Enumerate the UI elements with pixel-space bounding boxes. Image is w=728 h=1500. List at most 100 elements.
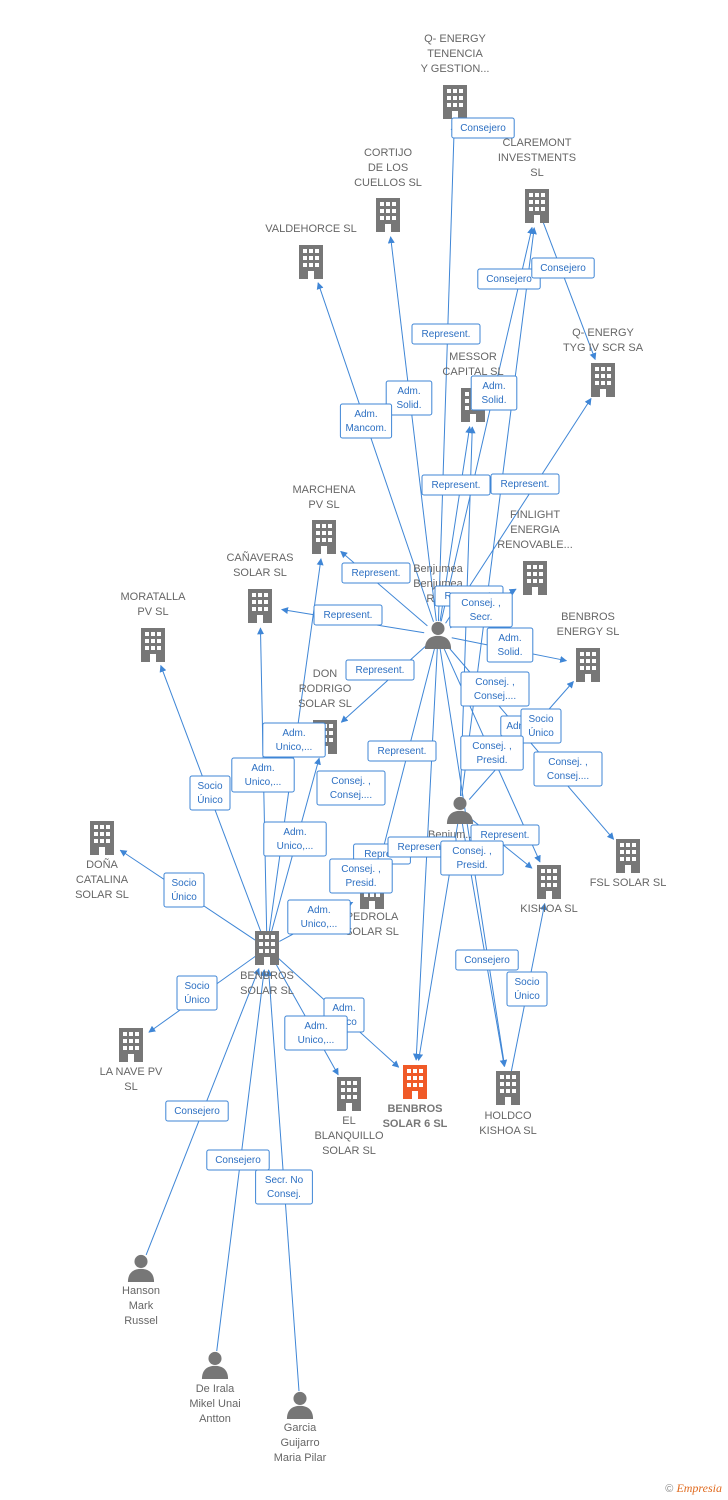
edge-label-box xyxy=(329,858,393,894)
edge-label[interactable]: Consej. ,Presid. xyxy=(329,858,393,894)
node-label: Antton xyxy=(199,1413,231,1425)
edge-label[interactable]: Represent. xyxy=(470,824,540,846)
edge-label[interactable]: Consej. ,Presid. xyxy=(440,840,504,876)
edge-label[interactable]: Represent. xyxy=(345,659,415,681)
edge-label[interactable]: Consej. ,Secr. xyxy=(449,592,513,628)
node-label: Y GESTION... xyxy=(421,63,490,75)
node-label: Mark xyxy=(129,1300,154,1312)
node-label: Russel xyxy=(124,1315,158,1327)
edge-label-text: Represent. xyxy=(324,610,373,621)
edge-label[interactable]: Consejero xyxy=(165,1100,229,1122)
node-kishoa[interactable]: KISHOA SL xyxy=(520,865,578,915)
edge-label-text: Adm. xyxy=(506,721,529,732)
node-fsl_solar[interactable]: FSL SOLAR SL xyxy=(590,839,667,889)
edge-label[interactable]: Represent. xyxy=(341,562,411,584)
edge-label-box xyxy=(460,671,530,707)
edge-label[interactable]: Represent. xyxy=(313,604,383,626)
node-label: Hanson xyxy=(122,1285,160,1297)
node-label: CAPITAL SL xyxy=(442,366,503,378)
building-icon xyxy=(616,839,640,873)
edge-label[interactable]: Adm.Solid. xyxy=(486,627,534,663)
edge-label-box xyxy=(313,604,383,626)
node-valdehorce[interactable]: VALDEHORCE SL xyxy=(265,223,357,279)
edge-label[interactable]: Represent. xyxy=(367,740,437,762)
person-icon xyxy=(446,796,474,824)
edge-benjumea1-qenergy_tenencia xyxy=(437,123,458,622)
edge-label[interactable]: Represent. xyxy=(411,323,481,345)
person-icon xyxy=(127,1254,155,1282)
edge-label[interactable]: Represent. xyxy=(490,473,560,495)
edge-label[interactable]: Consejero xyxy=(206,1149,270,1171)
building-icon xyxy=(299,245,323,279)
edge-label[interactable]: Adm.Solid. xyxy=(385,380,433,416)
edge-label[interactable]: Consej. ,Presid. xyxy=(460,735,524,771)
node-label: HOLDCO xyxy=(484,1110,532,1122)
edge-label-box xyxy=(206,1149,270,1171)
edge-label[interactable]: Adm.Unico,... xyxy=(263,821,327,857)
node-label: BLANQUILLO xyxy=(314,1130,384,1142)
node-label: CATALINA xyxy=(76,874,129,886)
edge-label[interactable]: Consej. ,Consej.... xyxy=(533,751,603,787)
node-benjumea2[interactable]: Benjum... xyxy=(428,796,474,841)
edge-label-text: Consejero xyxy=(486,274,532,285)
building-icon xyxy=(376,198,400,232)
edge-label[interactable]: Consejero xyxy=(477,268,541,290)
edge-label-box xyxy=(367,740,437,762)
edge-label-text: Consej.... xyxy=(474,691,516,702)
edge-label[interactable]: Consej. ,Consej.... xyxy=(460,671,530,707)
node-label: KISHOA SL xyxy=(520,903,577,915)
node-label: Guijarro xyxy=(280,1437,319,1449)
edge-label[interactable]: Adm.Mancom. xyxy=(339,403,393,439)
edge-label-box xyxy=(262,722,326,758)
edge-label-text: Único xyxy=(197,793,223,806)
node-finlight[interactable]: FINLIGHTENERGIARENOVABLE... xyxy=(497,509,573,595)
edge-label[interactable]: Consej. ,Consej.... xyxy=(316,770,386,806)
edge-label[interactable]: Adm.Unico,... xyxy=(262,722,326,758)
edge-label[interactable]: Consejero xyxy=(455,949,519,971)
edge-label-box xyxy=(263,821,327,857)
edge-label[interactable]: Adm.Solid. xyxy=(470,375,518,411)
edge-label[interactable]: Represent. xyxy=(421,474,491,496)
edge-label-box xyxy=(449,592,513,628)
brand-logo[interactable]: Empresia xyxy=(676,1481,722,1495)
edge-label[interactable]: Adm.Unico,... xyxy=(231,757,295,793)
edge-label-text: Consejero xyxy=(540,263,586,274)
building-icon xyxy=(312,520,336,554)
edge-label-text: Socio xyxy=(197,781,222,792)
edge-label[interactable]: Consejero xyxy=(531,257,595,279)
person-icon xyxy=(286,1391,314,1419)
edge-label[interactable]: Adm.Unico,... xyxy=(284,1015,348,1051)
edge-label[interactable]: Consejero xyxy=(451,117,515,139)
edge-label[interactable]: Adm.Unico,... xyxy=(287,899,351,935)
edge-label-box xyxy=(345,659,415,681)
edge-label-text: Represent. xyxy=(432,480,481,491)
edge-label-box xyxy=(470,375,518,411)
